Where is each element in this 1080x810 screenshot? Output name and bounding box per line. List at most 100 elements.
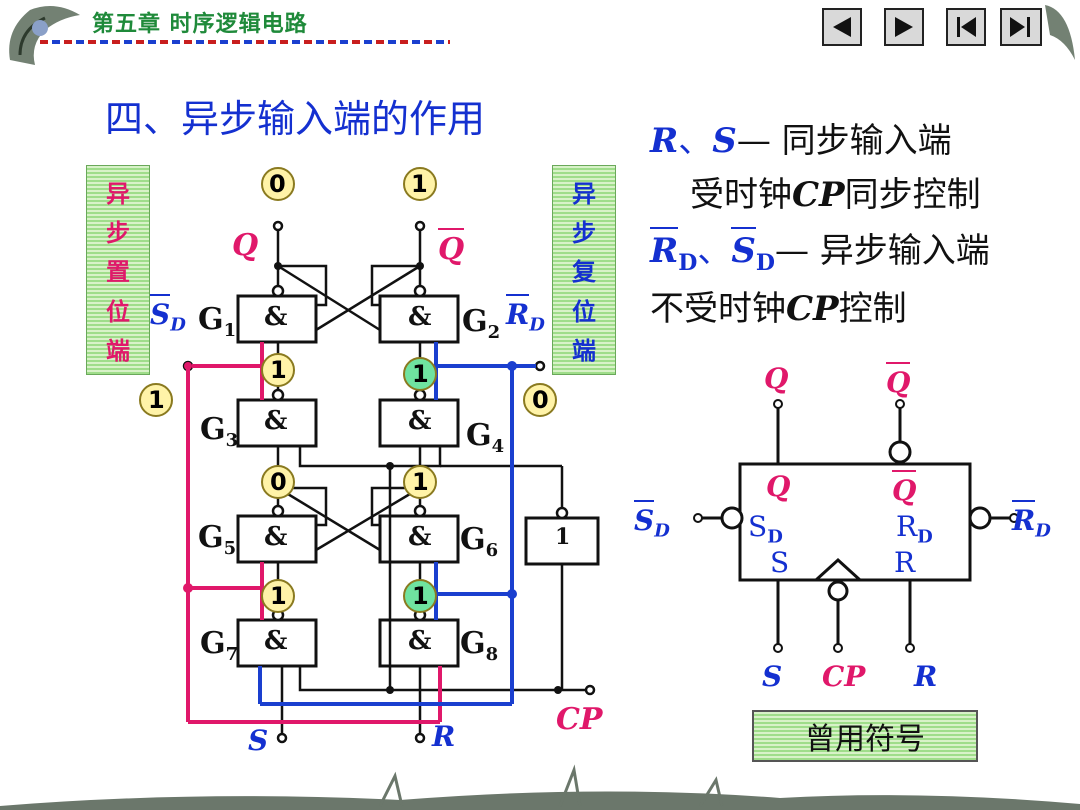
badge-rd-in-shape (523, 383, 557, 417)
symbol-s-bottom: S (762, 660, 783, 693)
note-sd-sub: D (755, 249, 775, 276)
symbol-r-bottom: R (914, 660, 938, 693)
symbol-r-inner: R (894, 546, 916, 579)
side-right-char: 异 (572, 180, 596, 209)
note-line-4: 不受时钟CP控制 (650, 292, 907, 326)
gate-g6-label: G6 (460, 522, 499, 561)
not-gate-symbol: 1 (555, 524, 571, 550)
gate-g3-label: G3 (200, 412, 239, 451)
note-line-2: 受时钟CP同步控制 (690, 178, 981, 212)
prev-page-button[interactable] (822, 8, 862, 46)
last-page-button[interactable] (1000, 8, 1042, 46)
note-line4-cp: CP (786, 289, 839, 329)
badge-g1-in: 1 (270, 356, 287, 384)
header-divider (40, 40, 450, 44)
badge-out-qbar-shape (403, 167, 437, 201)
gate-g8-symbol: & (408, 626, 432, 656)
gate-g2-box (378, 294, 460, 344)
corner-ornament-left-icon (9, 6, 81, 65)
async-reset-side-label: 异 步 复 位 端 (552, 165, 616, 375)
badge-g2-in: 1 (412, 360, 429, 388)
gate-g5-symbol: & (264, 522, 288, 552)
symbol-sd-outer: SD (634, 500, 670, 542)
note-sep-2: 、 (697, 231, 732, 271)
gate-g1-box (236, 294, 318, 344)
symbol-q-inner: Q (766, 470, 791, 503)
symbol-rd-outer: RD (1012, 500, 1051, 542)
corner-ornament-right-icon (1045, 5, 1075, 60)
badge-sd-in: 1 (148, 386, 165, 414)
legacy-symbol-label: 曾用符号 (752, 710, 978, 762)
badge-out-q: 0 (269, 170, 286, 198)
gate-g3-symbol: & (264, 406, 288, 436)
badge-g6-in: 1 (412, 582, 429, 610)
circuit-qbar-label: Q (438, 228, 465, 267)
symbol-qbar-top: Q (886, 362, 911, 399)
note-line2-post: 同步控制 (844, 175, 981, 215)
note-line1-text: — 同步输入端 (736, 121, 952, 161)
triangle-left-icon (833, 17, 851, 37)
note-sep: 、 (678, 121, 713, 161)
gate-g5-label: G5 (198, 520, 237, 559)
gate-g7-label: G7 (200, 626, 239, 665)
gate-g1-label: G1 (198, 302, 237, 341)
skip-last-icon (1010, 17, 1030, 37)
gate-g4-label: G4 (466, 418, 505, 457)
badge-g1-in-shape (261, 353, 295, 387)
symbol-sd-inner: SD (748, 510, 783, 548)
side-left-char: 位 (106, 297, 130, 326)
side-right-char: 步 (572, 219, 596, 248)
note-r: R (650, 121, 679, 161)
badge-g6-in-shape (403, 579, 437, 613)
note-line4-pre: 不受时钟 (650, 289, 786, 329)
next-page-button[interactable] (884, 8, 924, 46)
async-set-side-label: 异 步 置 位 端 (86, 165, 150, 375)
note-s: S (712, 121, 737, 161)
gate-g2-symbol: & (408, 302, 432, 332)
symbol-rd-inner: RD (896, 510, 933, 548)
symbol-qbar-inner: Q (892, 470, 917, 507)
note-line-1: R、S— 同步输入端 (650, 124, 952, 158)
badge-rd-in: 0 (532, 386, 549, 414)
badge-g4-out-shape (403, 465, 437, 499)
side-right-char: 复 (572, 258, 596, 287)
symbol-q-top: Q (764, 362, 789, 395)
badge-out-q-shape (261, 167, 295, 201)
gate-g7-symbol: & (264, 626, 288, 656)
badge-g3-out-shape (261, 465, 295, 499)
badge-g4-out: 1 (412, 468, 429, 496)
note-rd-sub: D (678, 249, 698, 276)
not-gate-box (524, 516, 600, 566)
note-line-3: RD、SD— 异步输入端 (650, 227, 990, 276)
circuit-cp-input-label: CP (556, 702, 603, 737)
badge-g2-in-shape (403, 357, 437, 391)
badge-g5-in-shape (261, 579, 295, 613)
section-title: 四、异步输入端的作用 (105, 97, 486, 141)
side-left-char: 端 (106, 336, 130, 365)
chapter-title: 第五章 时序逻辑电路 (92, 12, 308, 37)
side-right-char: 端 (572, 336, 596, 365)
note-line2-cp: CP (792, 175, 845, 215)
side-left-char: 步 (106, 219, 130, 248)
gate-g7-box (236, 618, 318, 668)
gate-g2-label: G2 (462, 304, 501, 343)
first-page-button[interactable] (946, 8, 986, 46)
badge-out-qbar: 1 (411, 170, 428, 198)
circuit-rd-label: RD (506, 294, 545, 336)
side-left-char: 置 (106, 258, 130, 287)
skip-first-icon (957, 17, 976, 37)
bottom-grass-decoration (0, 764, 1080, 810)
circuit-s-input-label: S (248, 724, 269, 757)
circuit-sd-label: SD (150, 294, 186, 336)
note-line4-post: 控制 (838, 289, 907, 329)
side-right-char: 位 (572, 297, 596, 326)
badge-g3-out: 0 (270, 468, 287, 496)
gate-g1-symbol: & (264, 302, 288, 332)
symbol-s-inner: S (770, 546, 790, 579)
gate-g8-box (378, 618, 460, 668)
note-line2-pre: 受时钟 (690, 175, 792, 215)
badge-g5-in: 1 (270, 582, 287, 610)
circuit-r-input-label: R (432, 720, 456, 753)
note-sd-main: S (731, 227, 756, 271)
